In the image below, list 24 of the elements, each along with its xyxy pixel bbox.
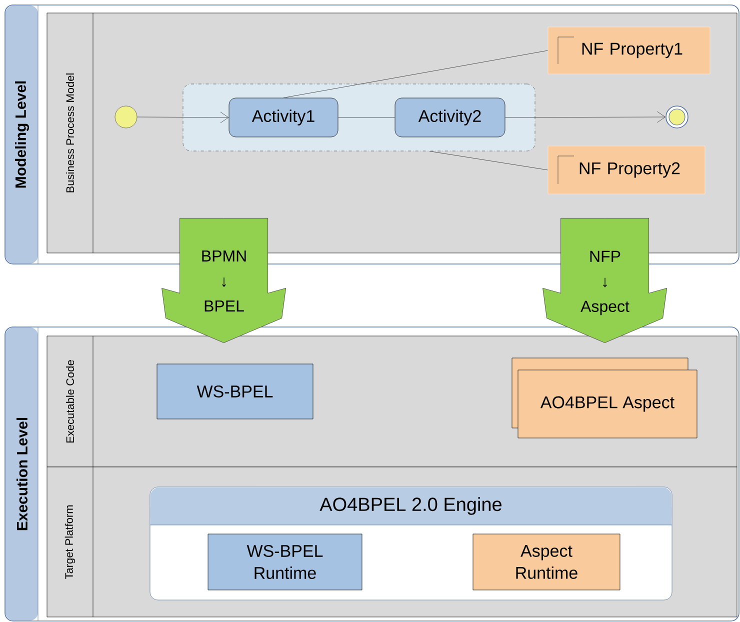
arrow [137,112,229,124]
connector-line [338,117,395,118]
stacked-aspect-box: AO4BPEL Aspect [512,358,698,438]
connector-line [283,50,548,98]
lane-label: Target Platform [64,505,76,580]
component-box: Aspect Runtime [472,534,620,590]
start-event-circle [114,106,138,128]
annotation-box: NF Property2 [548,146,706,194]
edge-label: NFP ↓ Aspect [580,250,630,316]
arrow [505,111,666,123]
lane-label: Executable Code [66,360,74,442]
activity-box: Activity1 [228,98,338,138]
activity-box: Activity2 [394,98,506,138]
component-box: WS-BPEL [156,364,314,420]
annotation-box: NF Property1 [548,26,710,74]
connector-line [429,151,548,170]
end-event-circle [666,106,688,128]
edge-label: BPMN ↓ BPEL [202,250,246,312]
level-label: Execution Level [16,418,28,530]
block-arrow [162,218,286,343]
component-box: WS-BPEL Runtime [208,534,362,590]
block-arrow [542,218,667,343]
lane-label: Business Process Model [66,74,74,192]
level-label: Modeling Level [14,81,30,188]
